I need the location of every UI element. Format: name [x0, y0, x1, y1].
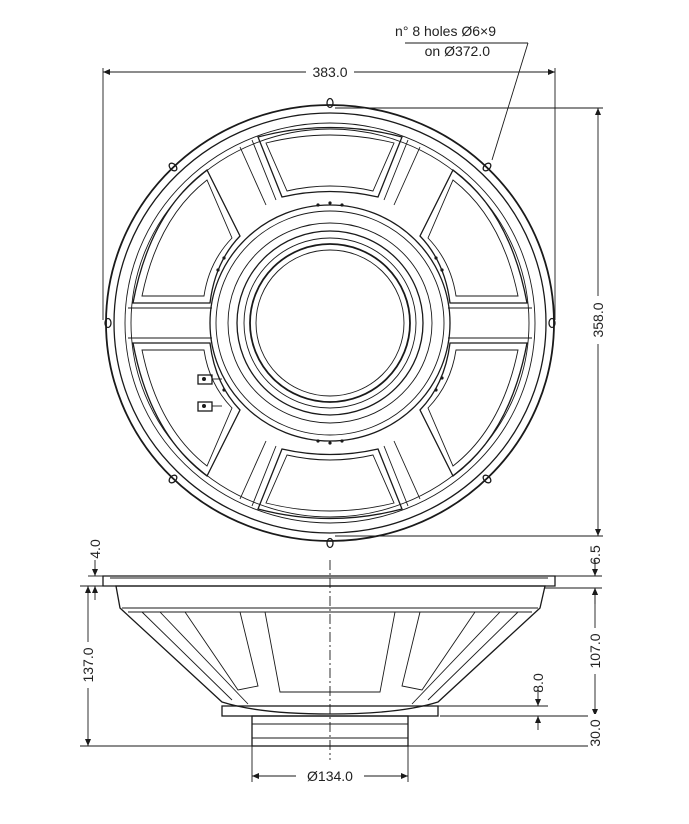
holes-note-line1: n° 8 holes Ø6×9 — [395, 23, 496, 39]
mounting-hole — [326, 97, 334, 109]
dim-magnet-depth: 30.0 — [587, 719, 603, 746]
holes-note-line2: on Ø372.0 — [425, 43, 491, 59]
mounting-hole — [168, 162, 178, 172]
dim-overall-height: 358.0 — [590, 302, 606, 337]
terminal-connectors — [197, 374, 222, 412]
dim-total-depth: 137.0 — [80, 647, 96, 682]
dim-flange-thickness: 4.0 — [87, 539, 103, 559]
dim-flange-offset: 6.5 — [587, 545, 603, 565]
side-view — [102, 560, 556, 760]
mounting-holes — [104, 97, 556, 549]
mounting-hole — [168, 474, 178, 484]
basket-spokes — [128, 139, 532, 507]
mounting-hole — [104, 317, 112, 329]
dim-magnet-step: 8.0 — [530, 673, 546, 693]
mounting-hole — [548, 317, 556, 329]
mounting-hole — [482, 474, 492, 484]
basket-windows — [132, 126, 528, 520]
dim-magnet-diameter: Ø134.0 — [307, 768, 353, 784]
front-view — [104, 97, 556, 549]
mounting-hole — [326, 537, 334, 549]
dim-basket-depth: 107.0 — [587, 633, 603, 668]
front-dimensions: 383.0 358.0 n° 8 holes Ø6×9 on Ø372.0 — [102, 23, 606, 537]
dim-overall-diameter: 383.0 — [312, 64, 347, 80]
mounting-hole — [482, 162, 492, 172]
screw-points — [216, 201, 444, 445]
side-dimensions: 4.0 6.5 137.0 107.0 8.0 30.0 Ø — [80, 539, 603, 784]
